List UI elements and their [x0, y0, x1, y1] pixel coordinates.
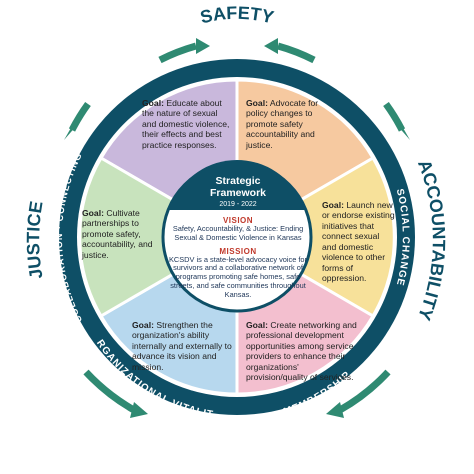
goal-text: Launch new or endorse existing initiativ… — [322, 200, 395, 284]
goal-organizational-vitality: Goal: Strengthen the organization's abil… — [132, 320, 236, 372]
vision-text: Safety, Accountability, & Justice: Endin… — [172, 224, 304, 242]
goal-social-change: Goal: Launch new or endorse existing ini… — [322, 200, 396, 284]
arrowhead-bottom-right — [326, 402, 344, 418]
center-title-line2: Framework — [209, 186, 267, 199]
label-accountability: ACCOUNTABILITY — [414, 157, 449, 323]
goal-membership: Goal: Create networking and professional… — [246, 320, 358, 383]
arrow-right-bottom — [338, 369, 391, 414]
mission-text: KCSDV is a state-level advocacy voice fo… — [168, 254, 307, 299]
center-content: Strategic Framework 2019 - 2022 VISION S… — [168, 175, 308, 299]
goal-text: Strengthen the organization's ability in… — [132, 320, 232, 372]
arrowhead-top-left — [196, 38, 210, 54]
goal-prefix: Goal: — [246, 98, 268, 108]
goal-prefix: Goal: — [142, 98, 164, 108]
goal-text: Create networking and professional devel… — [246, 320, 357, 383]
arrowhead-bottom-left — [130, 402, 148, 418]
goal-prefix: Goal: — [322, 200, 344, 210]
arrowheads — [64, 38, 410, 418]
goal-text: Cultivate partnerships to promote safety… — [82, 208, 153, 260]
goal-text: Educate about the nature of sexual and d… — [142, 98, 230, 150]
arrowhead-right — [396, 124, 410, 140]
label-justice: JUSTICE — [23, 200, 46, 281]
center-title: Strategic Framework — [168, 175, 308, 199]
segment-collaboration — [78, 155, 240, 319]
goal-prefix: Goal: — [132, 320, 154, 330]
center-title-line1: Strategic — [215, 175, 261, 187]
segment-social-change — [234, 155, 396, 319]
label-safety: SAFETY — [198, 3, 275, 28]
goal-collaboration: Goal: Cultivate partnerships to promote … — [82, 208, 164, 260]
center-years: 2019 - 2022 — [219, 201, 257, 209]
arrowhead-top-right — [264, 38, 278, 54]
goal-prefix: Goal: — [82, 208, 104, 218]
mission-heading: MISSION — [219, 246, 257, 256]
arrow-left-bottom — [83, 369, 136, 414]
vision-heading: VISION — [222, 216, 254, 226]
goal-text: Advocate for policy changes to promote s… — [246, 98, 319, 150]
goal-prefix: Goal: — [246, 320, 268, 330]
arrow-top-left — [158, 42, 197, 64]
goal-public-policy: Goal: Advocate for policy changes to pro… — [246, 98, 338, 150]
arrowhead-left — [64, 124, 78, 140]
arrow-top-right — [277, 42, 316, 64]
goal-education: Goal: Educate about the nature of sexual… — [142, 98, 232, 150]
